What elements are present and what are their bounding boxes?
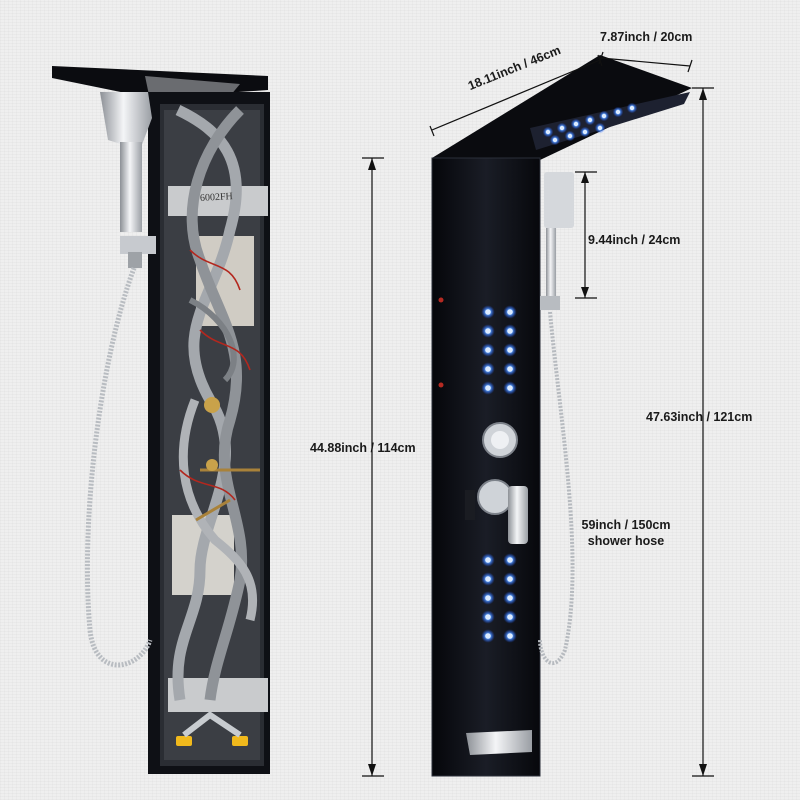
panel-model-mark: 6002FH: [199, 191, 234, 204]
led-light-icon: [629, 105, 635, 111]
led-light-icon: [597, 125, 603, 131]
left-handheld-shower: [100, 92, 156, 268]
diverter-lever-icon: [465, 479, 528, 544]
led-light-icon: [485, 595, 491, 601]
left-shower-hose: [84, 267, 153, 668]
led-light-icon: [507, 557, 513, 563]
led-light-icon: [485, 309, 491, 315]
led-light-icon: [485, 614, 491, 620]
led-light-icon: [485, 366, 491, 372]
led-light-icon: [507, 366, 513, 372]
dimension-arrows: [368, 88, 707, 776]
led-light-icon: [485, 576, 491, 582]
led-light-icon: [507, 309, 513, 315]
right-panel-body: [432, 158, 540, 776]
led-light-icon: [545, 129, 551, 135]
left-panel-back-view: [52, 66, 270, 774]
inlet-valve-handle: [232, 736, 248, 746]
dimension-lines: [362, 51, 714, 777]
led-light-icon: [485, 633, 491, 639]
right-panel-front-view: [431, 55, 692, 777]
led-light-icon: [507, 595, 513, 601]
led-light-icon: [507, 347, 513, 353]
led-light-icon: [485, 385, 491, 391]
right-shower-hose: [538, 311, 575, 665]
control-knob-icon: [482, 422, 518, 458]
led-light-icon: [587, 117, 593, 123]
led-light-icon: [559, 125, 565, 131]
hose-caption-label: shower hose: [587, 534, 665, 548]
led-light-icon: [552, 137, 558, 143]
total-height-label: 47.63inch / 121cm: [646, 410, 753, 424]
led-light-icon: [507, 614, 513, 620]
handheld-height-label: 9.44inch / 24cm: [588, 233, 681, 247]
upper-bracket: [168, 186, 268, 216]
led-light-icon: [507, 576, 513, 582]
panel-height-label: 44.88inch / 114cm: [310, 441, 416, 455]
hose-length-label: 59inch / 150cm: [581, 518, 671, 532]
rain-shower-head: [432, 55, 692, 160]
led-light-icon: [485, 557, 491, 563]
led-light-icon: [573, 121, 579, 127]
top-depth-label: 7.87inch / 20cm: [600, 30, 693, 44]
led-light-icon: [507, 328, 513, 334]
led-light-icon: [567, 133, 573, 139]
tub-spout-icon: [466, 730, 532, 755]
led-light-icon: [507, 633, 513, 639]
led-light-icon: [485, 328, 491, 334]
led-light-icon: [601, 113, 607, 119]
led-light-icon: [507, 385, 513, 391]
handheld-shower-head: [544, 172, 574, 228]
inlet-valve-handle: [176, 736, 192, 746]
led-light-icon: [582, 129, 588, 135]
led-light-icon: [485, 347, 491, 353]
led-light-icon: [615, 109, 621, 115]
brass-valve: [204, 397, 220, 413]
